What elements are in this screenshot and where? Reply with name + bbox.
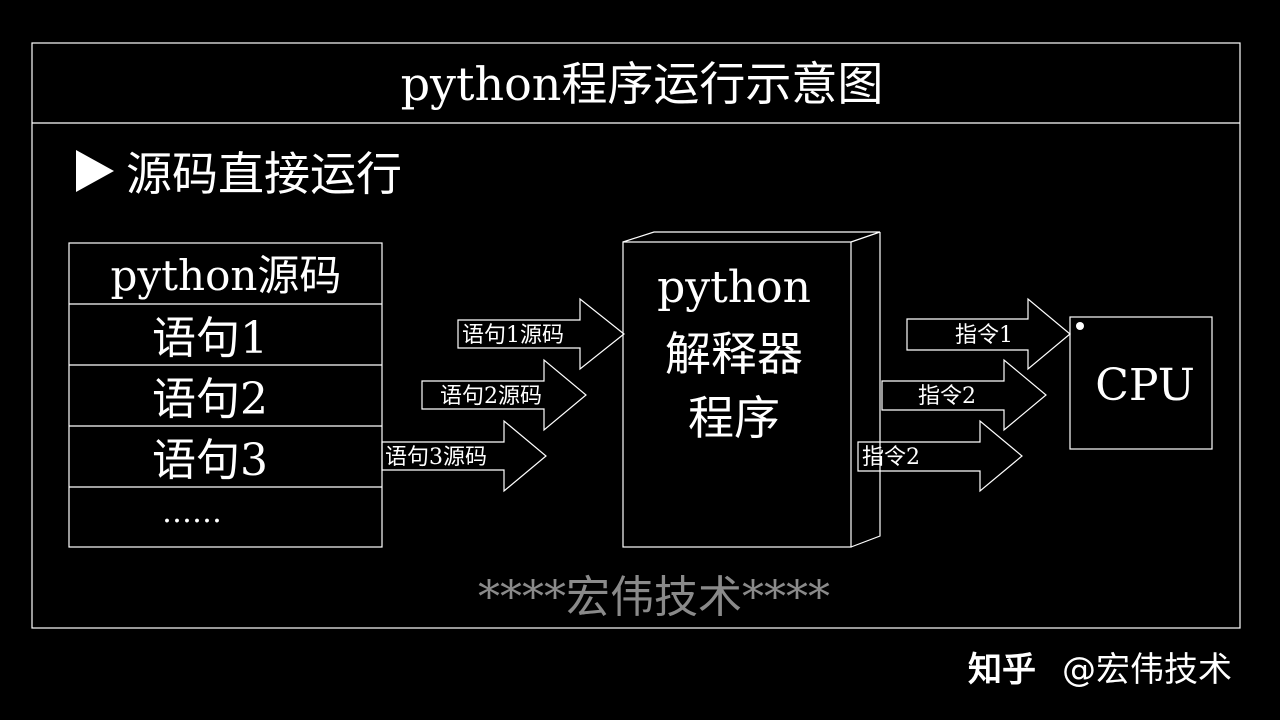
source-table-header: python源码 — [111, 251, 342, 300]
interpreter-label-line1: python — [657, 262, 811, 313]
arrow-right-icon — [421, 358, 587, 432]
cpu-corner-dot-icon — [1076, 322, 1084, 330]
arrow-label: 指令2 — [918, 384, 976, 409]
arrow-right-icon — [381, 419, 547, 493]
interpreter-label-line3: 程序 — [688, 391, 780, 445]
cpu-label: CPU — [1095, 360, 1195, 411]
cpu-frame — [1069, 316, 1213, 450]
section-heading: 源码直接运行 — [126, 147, 402, 201]
arrow-right-icon — [457, 297, 625, 371]
left-arrow-1: 语句1源码 — [457, 297, 625, 371]
interpreter-top-face — [622, 231, 881, 243]
outer-frame — [31, 42, 1241, 629]
arrow-label: 指令2 — [862, 445, 920, 470]
arrow-right-icon — [881, 358, 1047, 432]
left-arrow-2: 语句2源码 — [421, 358, 587, 432]
right-arrow-2: 指令2 — [881, 358, 1047, 432]
watermark: ****宏伟技术**** — [478, 572, 830, 623]
interpreter-box: python 解释器 程序 — [622, 231, 881, 548]
right-arrow-1: 指令1 — [906, 297, 1071, 371]
source-table-row: 语句1 — [152, 313, 268, 364]
source-table-row: 语句3 — [152, 435, 268, 486]
interpreter-side-face — [850, 232, 881, 548]
arrow-right-icon — [906, 297, 1071, 371]
interpreter-front-face — [622, 241, 852, 548]
source-table-frame — [68, 242, 383, 548]
arrow-label: 语句2源码 — [440, 384, 542, 409]
left-arrow-3: 语句3源码 — [381, 419, 547, 493]
arrow-right-icon — [857, 419, 1023, 493]
source-table: python源码 语句1 语句2 语句3 …… — [68, 242, 383, 548]
arrow-label: 语句3源码 — [385, 445, 487, 470]
triangle-bullet-icon — [76, 150, 114, 192]
cpu-box: CPU — [1069, 316, 1213, 450]
source-table-row: 语句2 — [152, 374, 268, 425]
arrow-label: 语句1源码 — [462, 323, 564, 348]
right-arrow-3: 指令2 — [857, 419, 1023, 493]
arrow-label: 指令1 — [955, 323, 1013, 348]
interpreter-label-line2: 解释器 — [665, 327, 803, 381]
footer-brand: 知乎 — [968, 650, 1036, 690]
footer-handle: @宏伟技术 — [1062, 650, 1232, 690]
diagram-title: python程序运行示意图 — [401, 57, 884, 111]
source-table-row-ellipsis: …… — [162, 495, 222, 530]
